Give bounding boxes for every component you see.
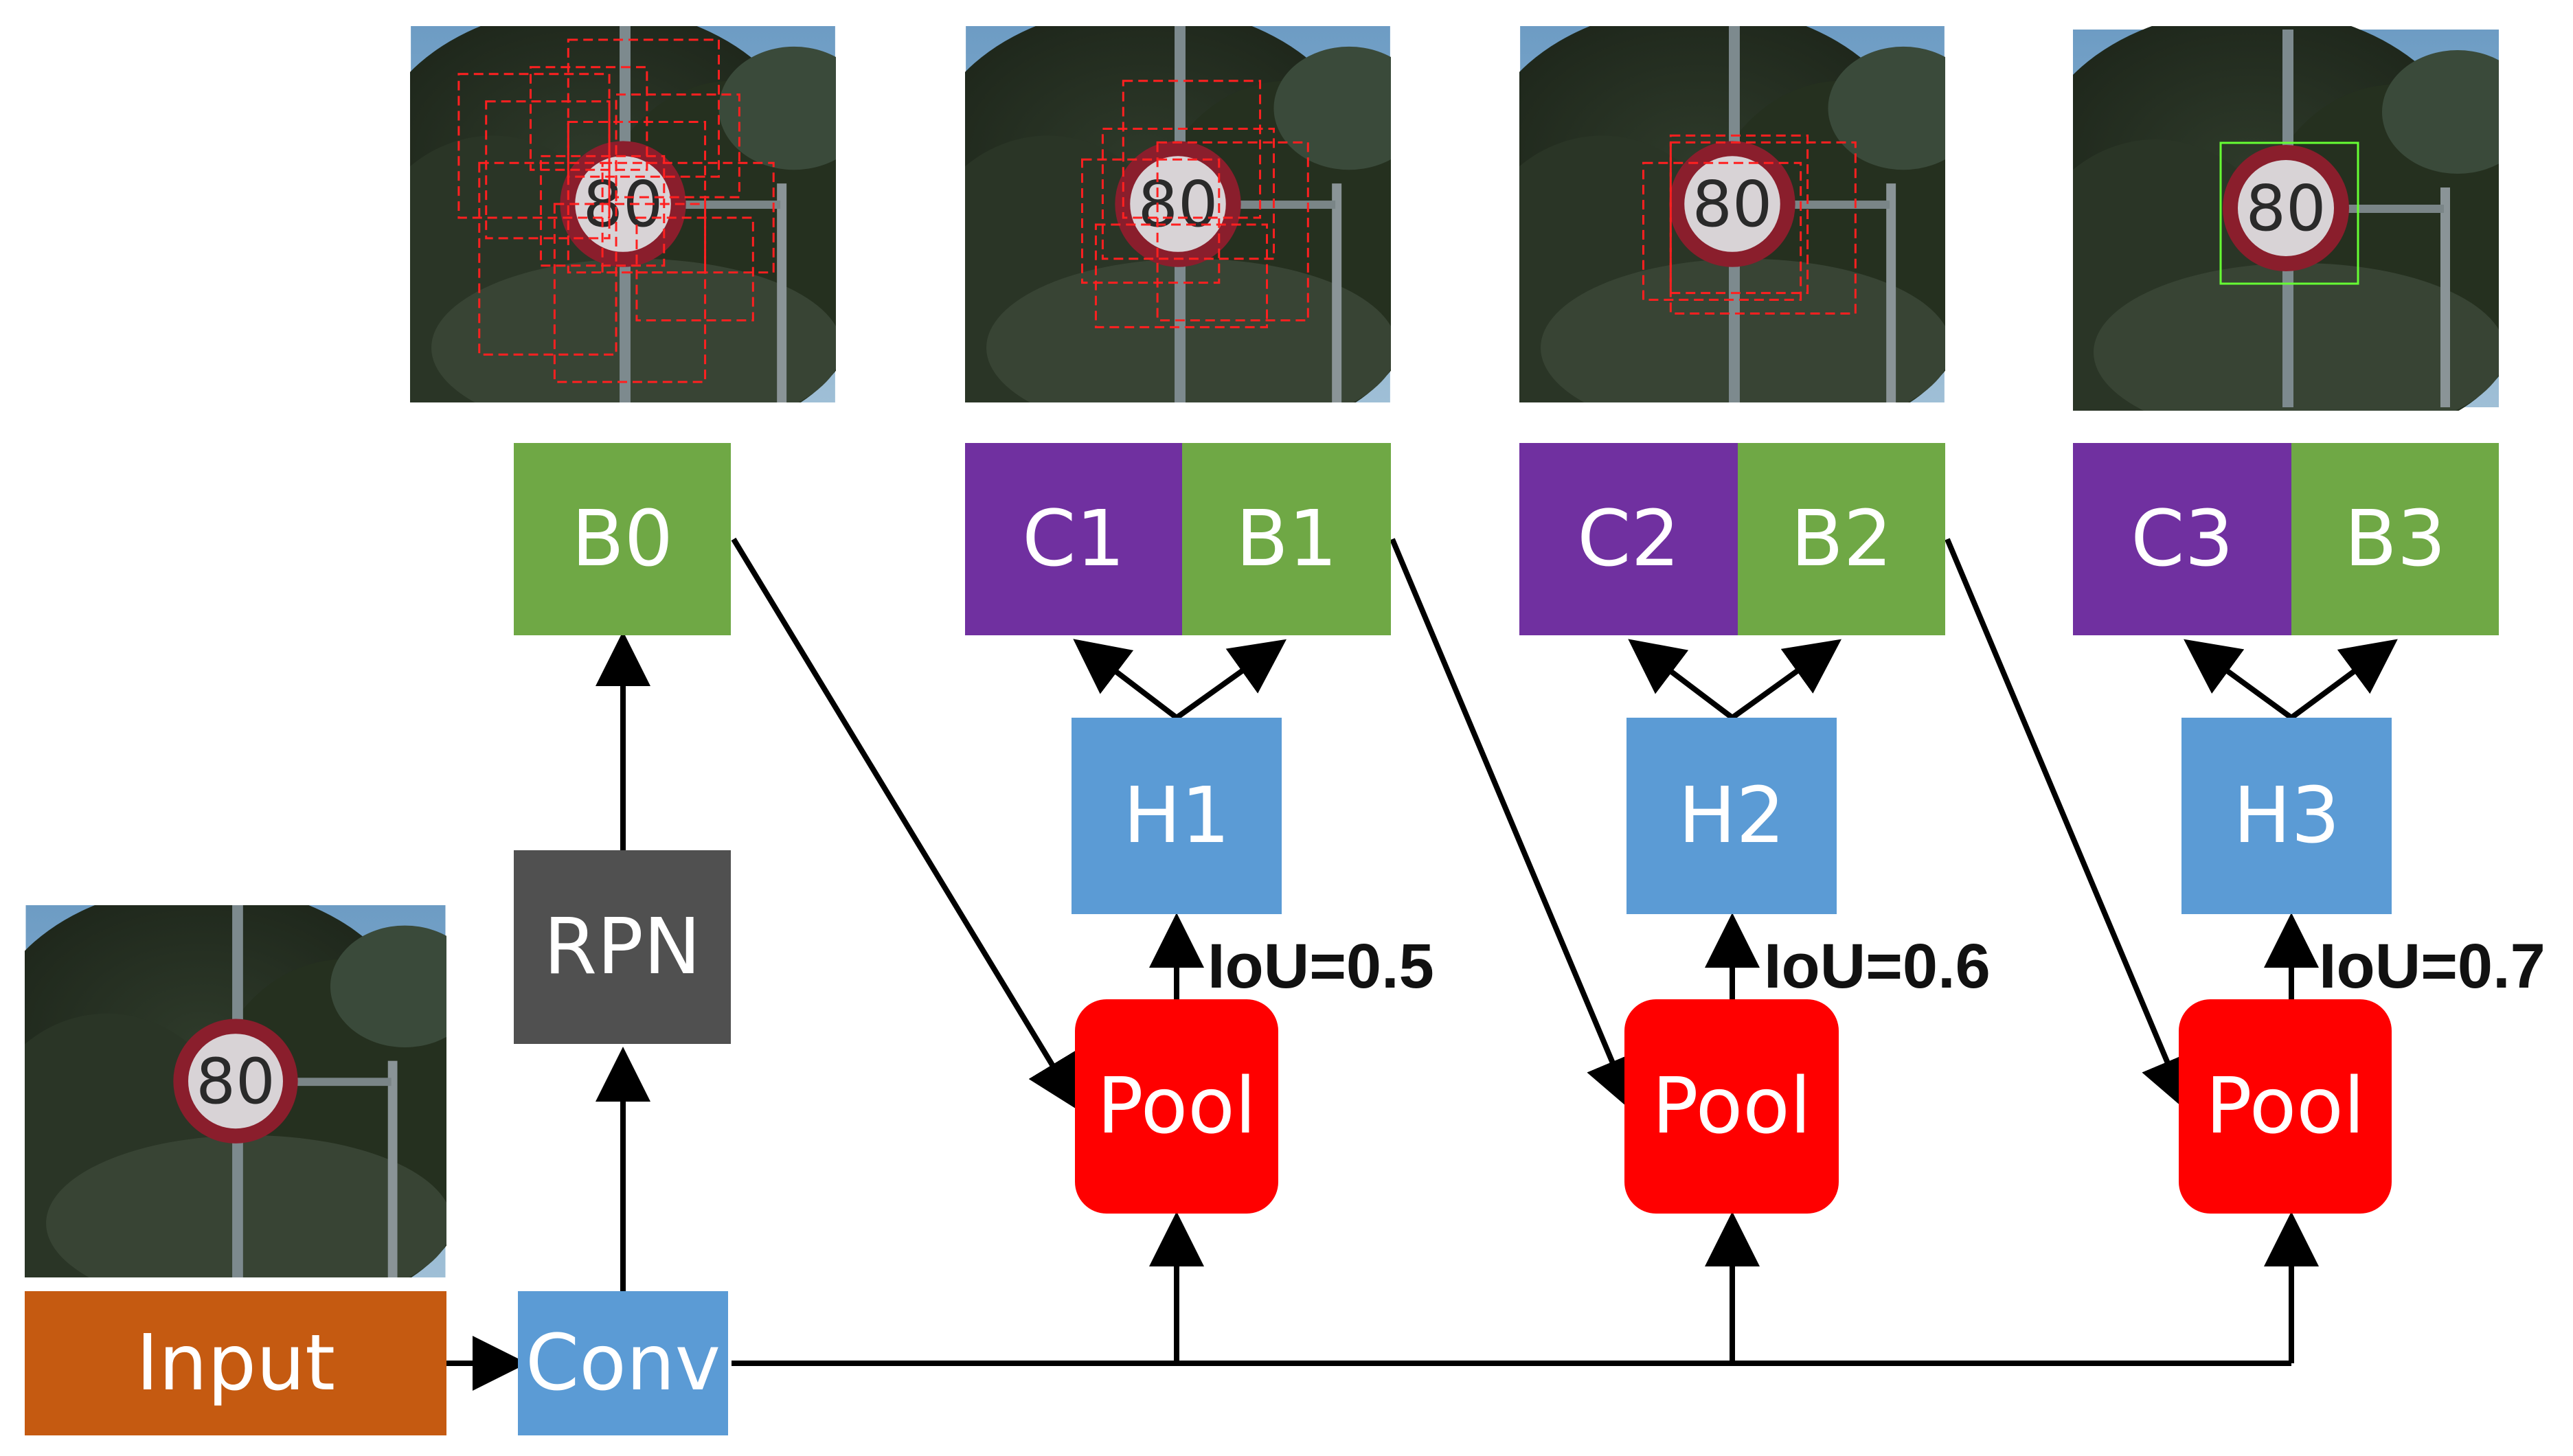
c1-box: C1: [965, 443, 1182, 635]
stage1-image: 80: [965, 26, 1391, 402]
sign-text: 80: [1138, 168, 1219, 241]
arrow-h3-b3: [2289, 639, 2398, 720]
stage2-image: 80: [1519, 26, 1945, 402]
b3-box: B3: [2291, 443, 2499, 635]
stage2-boxes: [1642, 134, 1857, 315]
arrow-b1-pool2: [1390, 538, 1638, 1113]
iou-label-3: IoU=0.7: [2319, 931, 2546, 1001]
c3-box: C3: [2073, 443, 2291, 635]
stage2-thumbnail: 80: [1519, 26, 1945, 402]
sign-text: 80: [196, 1046, 275, 1118]
arrow-b0-pool1: [731, 537, 1081, 1112]
arrow-h3-c3: [2184, 639, 2293, 720]
b1-box: B1: [1182, 443, 1391, 635]
final-detection-box: [2219, 141, 2359, 285]
iou-label-1: IoU=0.5: [1208, 931, 1434, 1001]
h2-box: H2: [1626, 718, 1837, 914]
h3-box: H3: [2181, 718, 2392, 914]
pool1-box: Pool: [1075, 999, 1278, 1214]
arrow-h1-b1: [1175, 639, 1287, 720]
pool3-box: Pool: [2179, 999, 2392, 1214]
final-thumbnail: 80: [2073, 26, 2499, 411]
sign-text: 80: [2245, 172, 2326, 245]
arrow-h2-c2: [1628, 639, 1734, 720]
pool2-box: Pool: [1624, 999, 1839, 1214]
input-image: 80: [25, 905, 446, 1277]
iou-label-2: IoU=0.6: [1764, 931, 1991, 1001]
sign-text: 80: [1692, 168, 1773, 241]
input-thumbnail: 80: [25, 905, 446, 1277]
arrow-h1-c1: [1073, 639, 1179, 720]
b2-box: B2: [1738, 443, 1945, 635]
c2-box: C2: [1519, 443, 1738, 635]
conv-box: Conv: [518, 1291, 728, 1435]
stage1-thumbnail: 80: [965, 26, 1391, 402]
stage0-image: 80: [410, 26, 836, 402]
final-image: 80: [2073, 26, 2499, 411]
stage1-boxes: [1081, 80, 1309, 328]
rpn-box: RPN: [514, 850, 731, 1044]
stage0-thumbnail: 80: [410, 26, 836, 402]
arrow-b2-pool3: [1945, 538, 2193, 1113]
b0-box: B0: [514, 443, 731, 635]
arrow-h2-b2: [1730, 639, 1841, 720]
input-box: Input: [25, 1291, 446, 1435]
h1-box: H1: [1072, 718, 1282, 914]
